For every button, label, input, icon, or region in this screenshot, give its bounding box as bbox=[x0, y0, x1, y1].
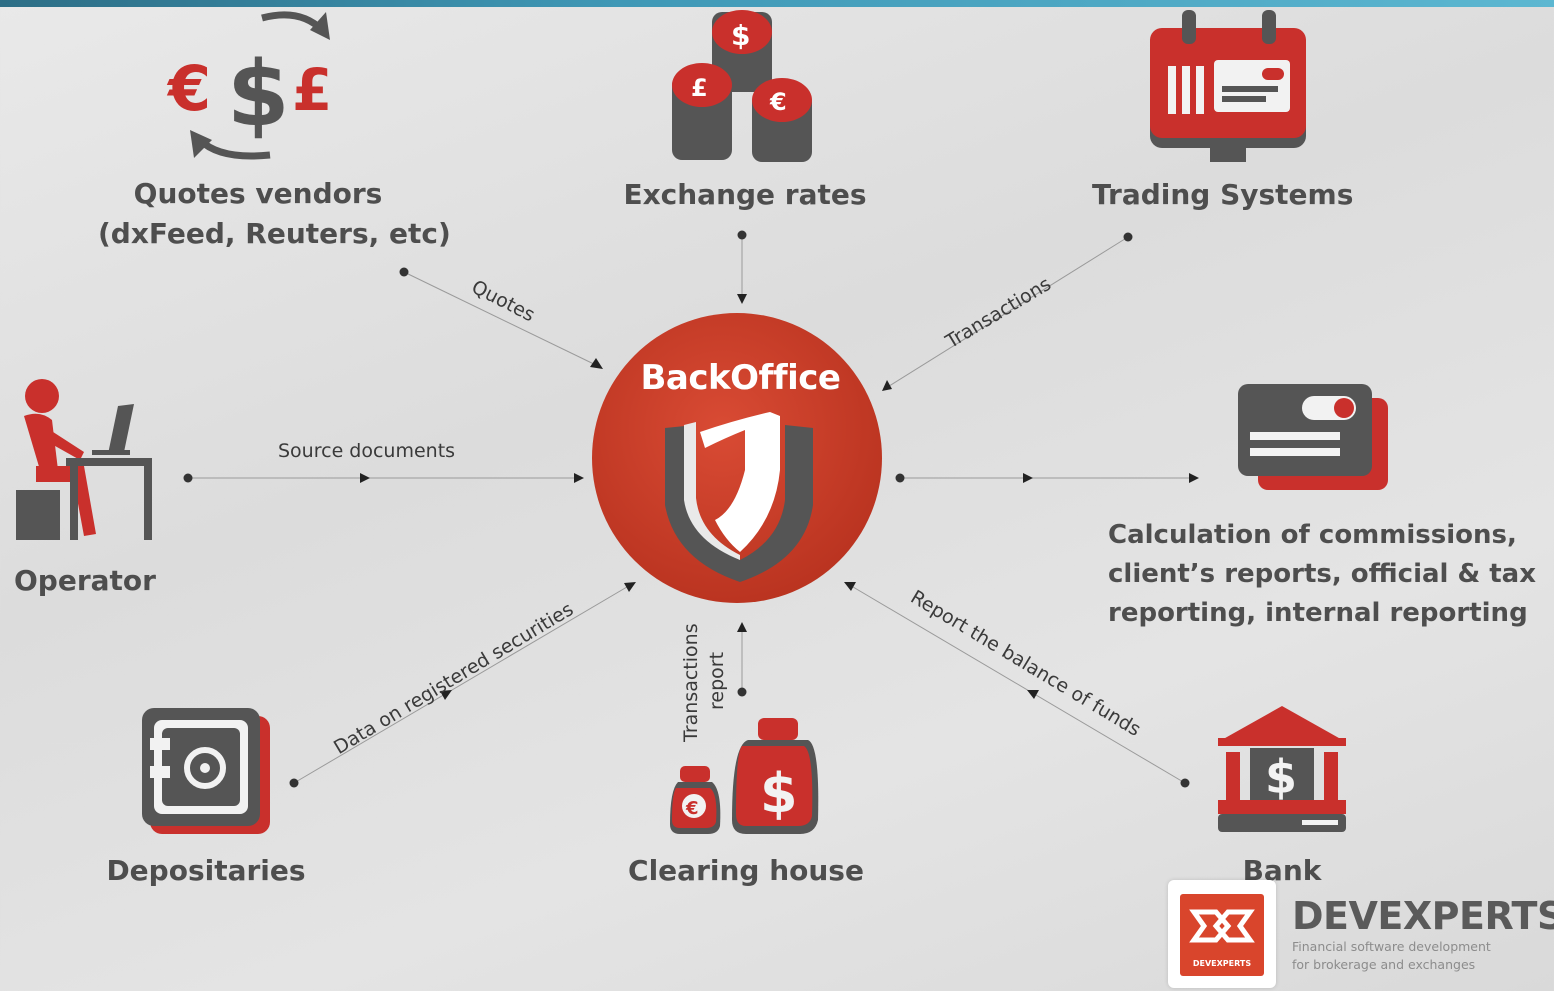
svg-text:$: $ bbox=[227, 42, 290, 147]
exchange-rates-label: Exchange rates bbox=[623, 178, 867, 211]
bank-building-icon: $ bbox=[1218, 706, 1346, 832]
dot-bank-start bbox=[1180, 778, 1190, 788]
calculation-line1: Calculation of commissions, bbox=[1108, 520, 1517, 550]
person-at-laptop-icon bbox=[16, 379, 152, 540]
trading-systems-label: Trading Systems bbox=[1092, 178, 1354, 211]
arrow-clearing bbox=[737, 622, 747, 632]
depositaries-label: Depositaries bbox=[106, 854, 306, 887]
dot-clearing-start bbox=[737, 687, 747, 697]
arrowheads bbox=[360, 294, 1199, 700]
calculation-line3: reporting, internal reporting bbox=[1108, 598, 1528, 628]
dot-transactions-start bbox=[1123, 232, 1133, 242]
edge-label-transactions-report-2: report bbox=[706, 651, 728, 710]
arrow-calc-mid bbox=[1023, 473, 1033, 483]
logo-mini-text: DEVEXPERTS bbox=[1192, 959, 1252, 968]
arrow-source-end bbox=[574, 473, 584, 483]
brand-tagline: Financial software development for broke… bbox=[1292, 938, 1491, 974]
svg-text:€: € bbox=[769, 88, 787, 116]
svg-text:£: £ bbox=[292, 56, 332, 124]
clearing-house-label: Clearing house bbox=[628, 854, 864, 887]
arrow-source-mid bbox=[360, 473, 370, 483]
quotes-vendors-line1: Quotes vendors bbox=[133, 177, 383, 210]
logo-mark: DEVEXPERTS bbox=[1180, 894, 1264, 976]
arrow-bank-end bbox=[844, 582, 856, 591]
money-bags-icon: $ € bbox=[670, 718, 819, 834]
dot-depositaries-start bbox=[289, 778, 299, 788]
coin-stacks-icon: $ £ € bbox=[672, 10, 812, 162]
brand-tagline-line2: for brokerage and exchanges bbox=[1292, 957, 1476, 972]
connector-bank bbox=[847, 583, 1186, 784]
arrow-depositaries-mid bbox=[440, 690, 452, 700]
safe-icon bbox=[142, 708, 270, 834]
shield-icon bbox=[665, 412, 813, 582]
devexperts-logo: DEVEXPERTS bbox=[1168, 880, 1276, 988]
calculation-line2: client’s reports, official & tax bbox=[1108, 559, 1536, 589]
svg-text:$: $ bbox=[1265, 750, 1297, 804]
edge-label-transactions-report-1: Transactions bbox=[680, 623, 702, 742]
cards-icon bbox=[1238, 384, 1388, 490]
arrow-exchange bbox=[737, 294, 747, 304]
arrow-quotes bbox=[590, 358, 603, 369]
svg-text:$: $ bbox=[731, 19, 750, 52]
connectors bbox=[188, 235, 1195, 784]
brand-tagline-line1: Financial software development bbox=[1292, 939, 1491, 954]
hub-title: BackOffice bbox=[640, 358, 841, 398]
calculation-label: Calculation of commissions, client’s rep… bbox=[1108, 516, 1536, 633]
svg-text:€: € bbox=[685, 798, 699, 819]
dot-exchange-start bbox=[737, 230, 747, 240]
svg-text:€: € bbox=[166, 52, 211, 125]
arrow-depositaries-end bbox=[624, 582, 636, 592]
logo-symbol-icon bbox=[1189, 909, 1255, 943]
dot-operator-start bbox=[183, 473, 193, 483]
brand-name: DEVEXPERTS bbox=[1292, 894, 1554, 938]
currency-exchange-icon: € $ £ bbox=[166, 11, 332, 160]
connector-dots bbox=[183, 230, 1190, 788]
svg-text:$: $ bbox=[760, 762, 798, 825]
connector-quotes bbox=[403, 271, 601, 368]
top-bar bbox=[0, 0, 1554, 7]
trading-terminal-icon bbox=[1150, 10, 1306, 162]
edge-label-source-documents: Source documents bbox=[278, 440, 456, 462]
arrow-bank-mid bbox=[1027, 690, 1039, 699]
arrow-transactions bbox=[882, 380, 892, 391]
connector-depositaries bbox=[293, 583, 633, 784]
backoffice-hub bbox=[592, 313, 882, 603]
operator-label: Operator bbox=[14, 564, 156, 597]
quotes-vendors-line2: (dxFeed, Reuters, etc) bbox=[98, 217, 451, 250]
dot-calculation-start bbox=[895, 473, 905, 483]
connector-transactions bbox=[885, 236, 1129, 389]
arrow-calc-end bbox=[1189, 473, 1199, 483]
quotes-vendors-label: Quotes vendors (dxFeed, Reuters, etc) bbox=[98, 174, 451, 254]
svg-text:£: £ bbox=[691, 74, 708, 102]
dot-quotes-start bbox=[399, 267, 409, 277]
